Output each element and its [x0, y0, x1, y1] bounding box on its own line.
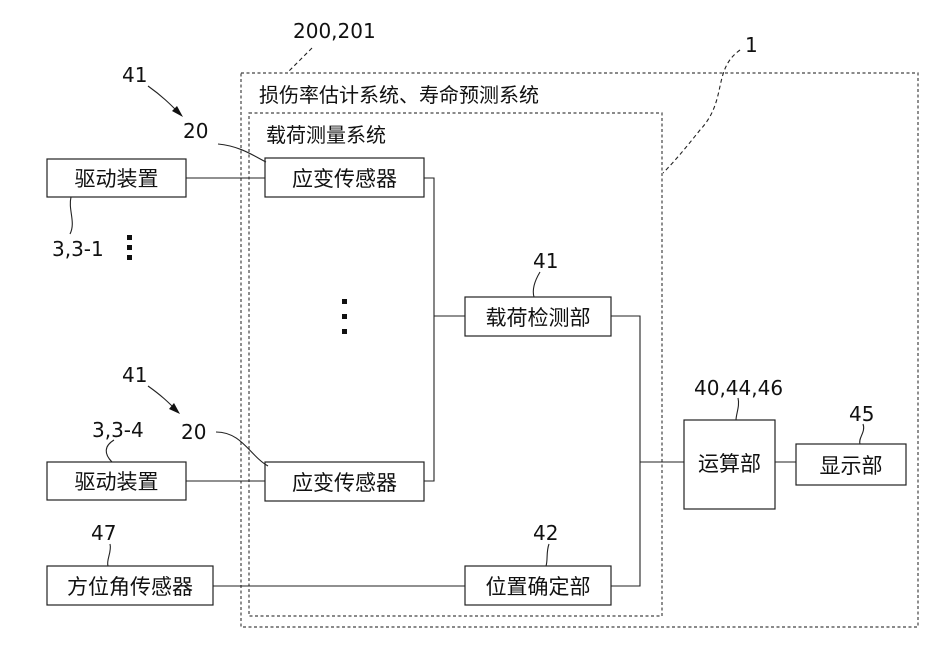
drive-device-top-box: 驱动装置	[47, 159, 186, 197]
damage-life-system-frame	[241, 73, 918, 627]
ellipsis-middle-dot	[342, 329, 347, 334]
ellipsis-left-dot	[127, 235, 132, 240]
ref-3-3-4: 3,3-4	[92, 418, 144, 442]
leader-40	[736, 398, 739, 420]
leader-20-bottom	[216, 432, 268, 466]
compute-unit-box: 运算部	[684, 420, 775, 509]
ref-20-top: 20	[183, 119, 208, 143]
strain-sensor-top-box: 应变传感器	[265, 158, 424, 197]
ref-40-44-46: 40,44,46	[694, 376, 783, 400]
strain-sensor-bottom-label: 应变传感器	[292, 471, 397, 495]
load-detection-label: 载荷检测部	[486, 306, 591, 330]
leader-3-bottom	[106, 440, 114, 462]
wire-strain-bus	[424, 178, 434, 481]
azimuth-sensor-box: 方位角传感器	[47, 566, 213, 605]
ref-41-top: 41	[122, 63, 147, 87]
ref-3-3-1: 3,3-1	[52, 237, 104, 261]
leader-41-bottom	[148, 386, 174, 408]
drive-device-bottom-label: 驱动装置	[75, 470, 159, 494]
ref-1: 1	[745, 33, 758, 57]
ellipsis-middle	[342, 299, 347, 334]
ellipsis-left	[127, 235, 132, 260]
drive-device-top-label: 驱动装置	[75, 167, 159, 191]
ref-41-bottom: 41	[122, 363, 147, 387]
load-measurement-system-title: 载荷测量系统	[266, 123, 386, 147]
leader-one	[663, 50, 740, 173]
leader-3-top	[70, 197, 72, 234]
strain-sensor-bottom-box: 应变传感器	[265, 462, 424, 501]
strain-sensor-top-label: 应变传感器	[292, 167, 397, 191]
leader-20-top	[218, 144, 266, 162]
wire-detect-position-bus	[611, 316, 640, 586]
azimuth-sensor-label: 方位角传感器	[67, 575, 193, 599]
display-unit-box: 显示部	[796, 444, 906, 485]
position-determination-label: 位置确定部	[486, 575, 591, 599]
leader-45	[860, 424, 864, 444]
compute-unit-label: 运算部	[698, 452, 761, 476]
damage-life-system-title: 损伤率估计系统、寿命预测系统	[259, 83, 539, 107]
ref-20-bottom: 20	[181, 420, 206, 444]
leader-42	[546, 544, 549, 566]
leader-system	[288, 48, 312, 72]
ellipsis-middle-dot	[342, 299, 347, 304]
ellipsis-middle-dot	[342, 314, 347, 319]
ref-42: 42	[533, 521, 558, 545]
drive-device-bottom-box: 驱动装置	[47, 462, 186, 500]
display-unit-label: 显示部	[820, 454, 883, 478]
load-detection-box: 载荷检测部	[465, 297, 611, 336]
ellipsis-left-dot	[127, 255, 132, 260]
ref-41-load: 41	[533, 249, 558, 273]
ref-200-201: 200,201	[293, 19, 376, 43]
leader-41-top	[148, 86, 178, 112]
leader-41-load	[533, 272, 540, 297]
leader-47	[108, 544, 111, 566]
ref-45: 45	[849, 402, 874, 426]
ellipsis-left-dot	[127, 245, 132, 250]
position-determination-box: 位置确定部	[465, 566, 611, 605]
ref-47: 47	[91, 521, 116, 545]
